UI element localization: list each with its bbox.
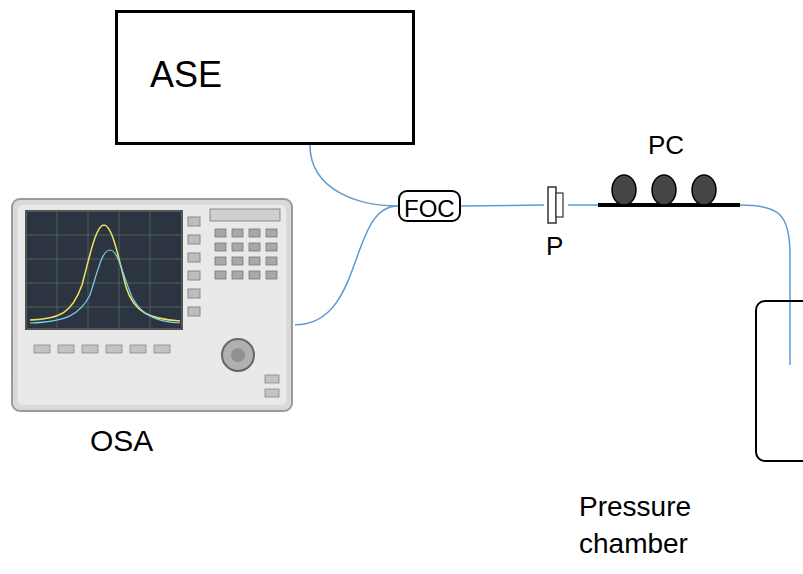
node-label: Pressure chamber	[579, 488, 749, 562]
polarizer-node: P	[544, 185, 568, 265]
node-label: PC	[648, 130, 684, 161]
light-source-box: ASE	[115, 10, 415, 145]
fiber-link	[568, 204, 598, 206]
node-label: P	[546, 231, 563, 262]
controller-node: PC	[598, 130, 740, 215]
node-label: OSA	[90, 423, 153, 459]
pressure-chamber-outline	[573, 300, 803, 470]
osa-node: OSA	[10, 195, 295, 460]
node-label: FOC	[404, 194, 455, 223]
fiber-link	[295, 206, 398, 325]
osa-instrument	[10, 195, 295, 415]
chamber-node: Pressure chamber	[573, 300, 803, 570]
fiber-link	[461, 205, 544, 206]
polarizer-symbol	[544, 185, 568, 227]
node-label: ASE	[150, 53, 222, 96]
coupler-box: FOC	[398, 190, 461, 222]
fiber-link	[740, 205, 790, 300]
fiber-link	[310, 145, 398, 206]
fiber-inside-chamber	[789, 300, 791, 365]
